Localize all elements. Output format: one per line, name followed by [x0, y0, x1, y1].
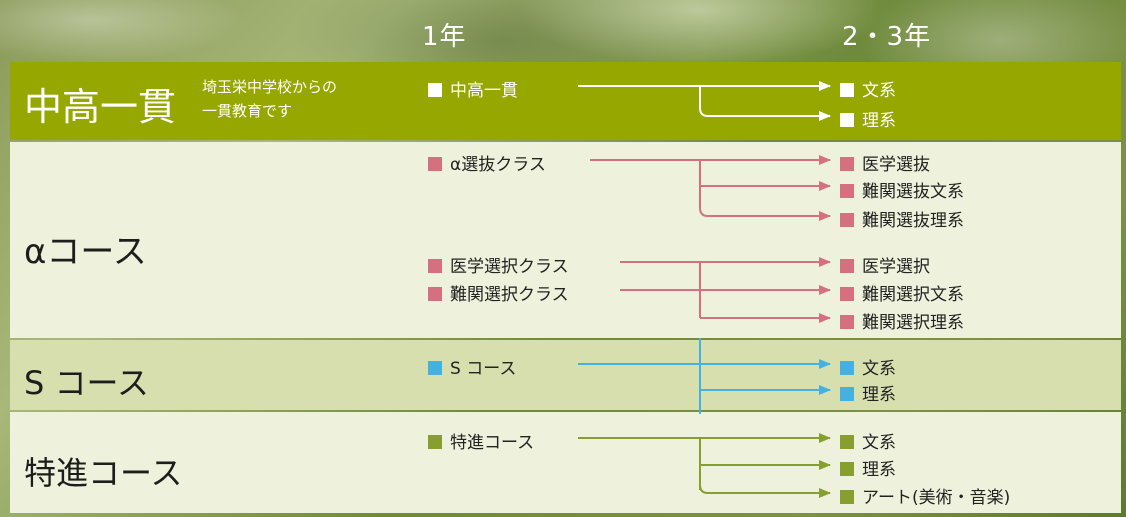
- s-connectors: [578, 338, 831, 414]
- square-icon: [428, 361, 442, 375]
- square-icon: [840, 184, 854, 198]
- row-toku: 特進コース: [10, 412, 1121, 513]
- square-icon: [840, 315, 854, 329]
- ikkan-to-bunkei: 文系: [840, 76, 896, 101]
- square-icon: [428, 287, 442, 301]
- square-icon: [840, 113, 854, 127]
- square-icon: [428, 259, 442, 273]
- square-icon: [840, 490, 854, 504]
- alpha-to-igaku-senbatsu: 医学選抜: [840, 150, 930, 175]
- square-icon: [840, 259, 854, 273]
- square-icon: [840, 387, 854, 401]
- header-year1: 1年: [422, 22, 467, 52]
- alpha-g1-connectors: [590, 155, 831, 221]
- toku-connectors: [578, 433, 831, 498]
- square-icon: [840, 361, 854, 375]
- square-icon: [840, 83, 854, 97]
- row-ikkan: 中高一貫 埼玉栄中学校からの 一貫教育です: [10, 62, 1121, 140]
- ikkan-sub1: 埼玉栄中学校からの: [202, 78, 338, 96]
- row-alpha: αコース: [10, 142, 1121, 338]
- square-icon: [840, 435, 854, 449]
- row-s: S コース: [10, 340, 1121, 410]
- alpha-title: αコース: [24, 232, 147, 272]
- alpha-to-nankan-sentaku-rikei: 難関選択理系: [840, 308, 964, 333]
- toku-from: 特進コース: [428, 428, 534, 453]
- alpha-from-igaku-sentaku: 医学選択クラス: [428, 252, 569, 277]
- s-to-bunkei: 文系: [840, 354, 896, 379]
- alpha-from-nankan-sentaku: 難関選択クラス: [428, 280, 569, 305]
- alpha-from-senbatsu: α選抜クラス: [428, 150, 546, 175]
- square-icon: [428, 435, 442, 449]
- toku-title: 特進コース: [24, 454, 183, 492]
- square-icon: [428, 157, 442, 171]
- alpha-to-igaku-sentaku: 医学選択: [840, 252, 930, 277]
- ikkan-sub2: 一貫教育です: [202, 102, 293, 120]
- header-year23: 2・3年: [842, 22, 932, 52]
- toku-to-art: アート(美術・音楽): [840, 483, 1010, 508]
- ikkan-to-rikei: 理系: [840, 106, 896, 131]
- s-title: S コース: [24, 364, 149, 402]
- square-icon: [840, 157, 854, 171]
- ikkan-connectors: [578, 81, 831, 121]
- s-from: S コース: [428, 354, 516, 379]
- square-icon: [840, 213, 854, 227]
- square-icon: [428, 83, 442, 97]
- alpha-to-nankan-senbatsu-rikei: 難関選抜理系: [840, 206, 964, 231]
- ikkan-from: 中高一貫: [428, 76, 518, 101]
- ikkan-title: 中高一貫: [24, 85, 177, 129]
- alpha-to-nankan-sentaku-bunkei: 難関選択文系: [840, 280, 964, 305]
- square-icon: [840, 287, 854, 301]
- alpha-to-nankan-senbatsu-bunkei: 難関選抜文系: [840, 177, 964, 202]
- alpha-g2-connectors: [620, 257, 831, 323]
- s-to-rikei: 理系: [840, 380, 896, 405]
- square-icon: [840, 462, 854, 476]
- toku-to-bunkei: 文系: [840, 428, 896, 453]
- toku-to-rikei: 理系: [840, 455, 896, 480]
